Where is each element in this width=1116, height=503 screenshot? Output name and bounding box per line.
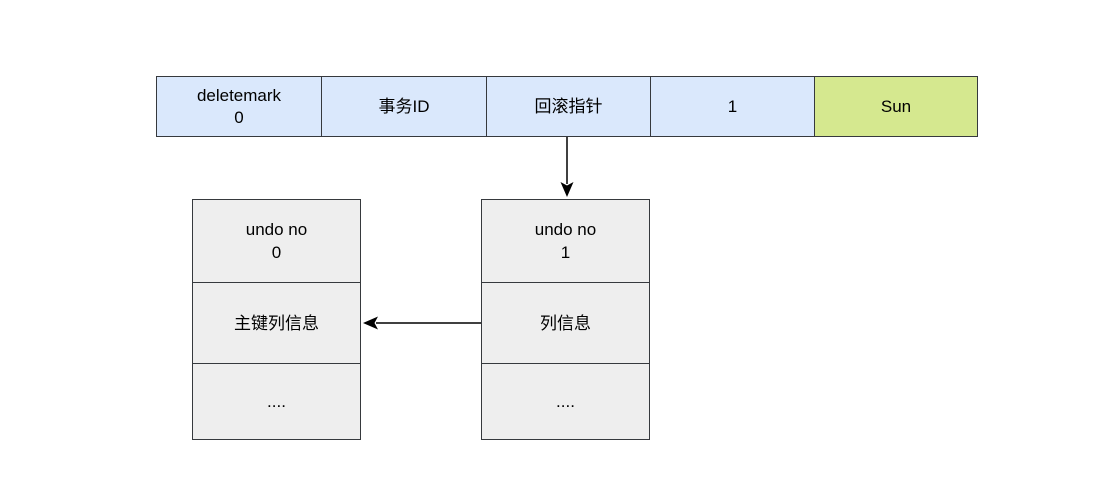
undo-log-0-more: .... bbox=[192, 363, 361, 440]
undo-log-1-info: 列信息 bbox=[481, 282, 650, 364]
undo-log-1-header: undo no 1 bbox=[481, 199, 650, 283]
record-cell-transaction-id: 事务ID bbox=[321, 76, 486, 137]
record-cell-value-1: 1 bbox=[650, 76, 814, 137]
undo-log-0-header: undo no 0 bbox=[192, 199, 361, 283]
arrow-undo-1-to-undo-0 bbox=[363, 316, 481, 330]
undo-log-0: undo no 0 主键列信息 .... bbox=[192, 199, 361, 440]
record-cell-rollback-pointer: 回滚指针 bbox=[486, 76, 650, 137]
arrow-rollback-to-undo-1 bbox=[560, 137, 574, 197]
undo-log-0-info: 主键列信息 bbox=[192, 282, 361, 364]
record-cell-deletemark: deletemark 0 bbox=[156, 76, 321, 137]
record-cell-value-sun: Sun bbox=[814, 76, 978, 137]
row-record: deletemark 0 事务ID 回滚指针 1 Sun bbox=[156, 76, 978, 137]
undo-log-1-more: .... bbox=[481, 363, 650, 440]
undo-log-1: undo no 1 列信息 .... bbox=[481, 199, 650, 440]
